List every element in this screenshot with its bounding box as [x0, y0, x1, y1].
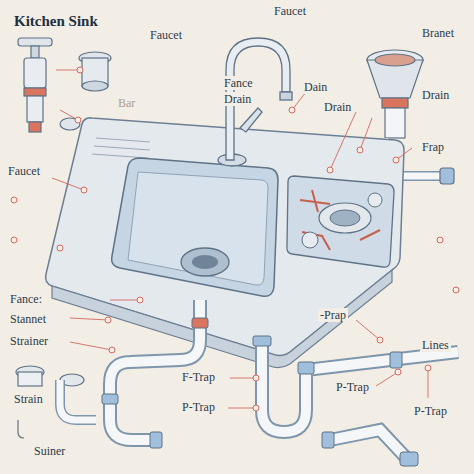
- part-label: Drain: [322, 100, 353, 114]
- part-label: Fance: [222, 76, 255, 90]
- callout-dots: [11, 67, 459, 411]
- part-label: Strain: [12, 392, 45, 406]
- part-label: Drain: [420, 88, 451, 102]
- part-label: Frap: [420, 140, 446, 154]
- faucet-illustration: [218, 38, 292, 166]
- part-label: F-Trap: [180, 370, 217, 384]
- pipes: [110, 300, 458, 462]
- pipe-fittings: [102, 318, 418, 466]
- diagram-title: Kitchen Sink: [12, 12, 100, 30]
- part-label: Fance:: [8, 292, 44, 306]
- part-label: Dain: [302, 80, 329, 94]
- leader-lines: [52, 70, 428, 408]
- part-label: Lines: [420, 338, 451, 352]
- part-label: -Prap: [318, 308, 348, 322]
- part-label: Faucet: [272, 4, 308, 18]
- part-label: Strainer: [8, 334, 50, 348]
- sink-body: [46, 118, 404, 368]
- part-label: Faucet: [148, 28, 184, 42]
- part-label: Faucet: [6, 164, 42, 178]
- part-label: Drain: [222, 92, 253, 106]
- part-label: P-Trap: [180, 400, 217, 414]
- part-label: P-Trap: [334, 380, 371, 394]
- part-label: Stannet: [8, 312, 48, 326]
- part-label: Suiner: [32, 444, 67, 458]
- part-label: P-Trap: [412, 404, 449, 418]
- part-label: Branet: [420, 26, 456, 40]
- faint-label: Bar: [116, 96, 137, 110]
